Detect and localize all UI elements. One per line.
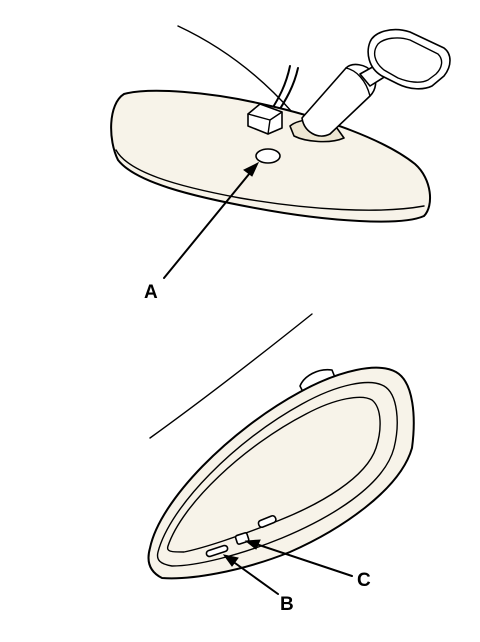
callout-a-leader [163, 167, 255, 279]
mount-arm [301, 63, 387, 137]
connector [247, 103, 283, 135]
callout-b-label: B [280, 594, 294, 615]
mirror-bezel [156, 381, 398, 567]
callout-b-arrowhead [222, 554, 239, 567]
windshield-mount-pad [367, 28, 451, 90]
callout-c-arrowhead [244, 539, 261, 550]
upper-mirror-assembly: A [110, 25, 451, 303]
windshield-line-bottom [149, 313, 313, 439]
bezel-switches [205, 514, 277, 558]
callout-c-label: C [357, 570, 371, 591]
callout-a-arrowhead [243, 161, 260, 177]
mirror-glass [166, 396, 381, 553]
switch-c [234, 532, 250, 545]
callout-c-leader [249, 541, 353, 577]
callout-a-label: A [144, 282, 158, 303]
mirror-housing-front [147, 366, 415, 580]
switch-b [205, 544, 229, 558]
lower-mirror-assembly: B C [147, 313, 415, 615]
sensor-hole [255, 148, 281, 164]
windshield-line-top [177, 25, 293, 113]
switch-right [257, 514, 277, 528]
callout-b-leader [227, 557, 279, 595]
housing-lower-edge [115, 149, 425, 211]
